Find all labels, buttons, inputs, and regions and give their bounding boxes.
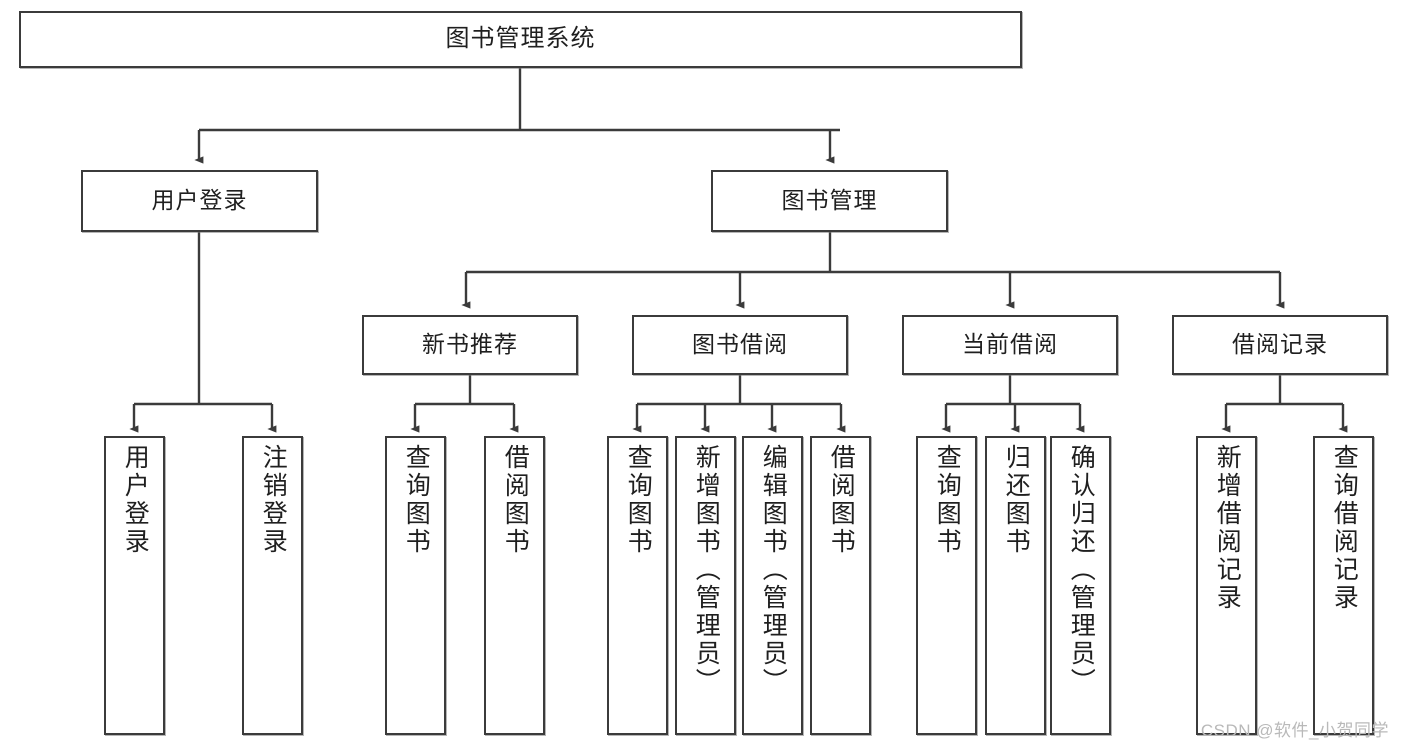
- node-root-system[interactable]: 图书管理系统: [19, 11, 1022, 68]
- leaf-new-recommend-borrow-book[interactable]: 借阅图书: [484, 436, 545, 735]
- leaf-current-borrow-confirm-return-admin[interactable]: 确认归还（管理员）: [1050, 436, 1111, 735]
- node-new-book-recommend[interactable]: 新书推荐: [362, 315, 578, 375]
- leaf-current-borrow-return-book[interactable]: 归还图书: [985, 436, 1046, 735]
- leaf-book-borrow-add-book-admin[interactable]: 新增图书（管理员）: [675, 436, 736, 735]
- leaf-label: 确认归还（管理员）: [1067, 444, 1096, 696]
- leaf-label: 借阅图书: [827, 444, 856, 556]
- leaf-label: 查询图书: [624, 444, 653, 556]
- leaf-user-logout[interactable]: 注销登录: [242, 436, 303, 735]
- leaf-new-recommend-query-book[interactable]: 查询图书: [385, 436, 446, 735]
- leaf-current-borrow-query-book[interactable]: 查询图书: [916, 436, 977, 735]
- node-user-login[interactable]: 用户登录: [81, 170, 318, 232]
- leaf-user-login[interactable]: 用户登录: [104, 436, 165, 735]
- leaf-label: 新增借阅记录: [1213, 444, 1242, 612]
- leaf-label: 查询借阅记录: [1330, 444, 1359, 612]
- leaf-label: 注销登录: [259, 444, 288, 556]
- leaf-label: 查询图书: [402, 444, 431, 556]
- leaf-label: 查询图书: [933, 444, 962, 556]
- leaf-borrow-record-query[interactable]: 查询借阅记录: [1313, 436, 1374, 735]
- node-current-borrow[interactable]: 当前借阅: [902, 315, 1118, 375]
- node-book-borrow[interactable]: 图书借阅: [632, 315, 848, 375]
- leaf-label: 借阅图书: [501, 444, 530, 556]
- leaf-borrow-record-add[interactable]: 新增借阅记录: [1196, 436, 1257, 735]
- leaf-book-borrow-edit-book-admin[interactable]: 编辑图书（管理员）: [742, 436, 803, 735]
- node-book-management[interactable]: 图书管理: [711, 170, 948, 232]
- leaf-book-borrow-query-book[interactable]: 查询图书: [607, 436, 668, 735]
- leaf-label: 用户登录: [121, 444, 150, 556]
- node-borrow-record[interactable]: 借阅记录: [1172, 315, 1388, 375]
- leaf-book-borrow-borrow-book[interactable]: 借阅图书: [810, 436, 871, 735]
- leaf-label: 编辑图书（管理员）: [759, 444, 788, 696]
- watermark-text: CSDN @软件_小贺同学: [1200, 721, 1389, 740]
- leaf-label: 新增图书（管理员）: [692, 444, 721, 696]
- leaf-label: 归还图书: [1002, 444, 1031, 556]
